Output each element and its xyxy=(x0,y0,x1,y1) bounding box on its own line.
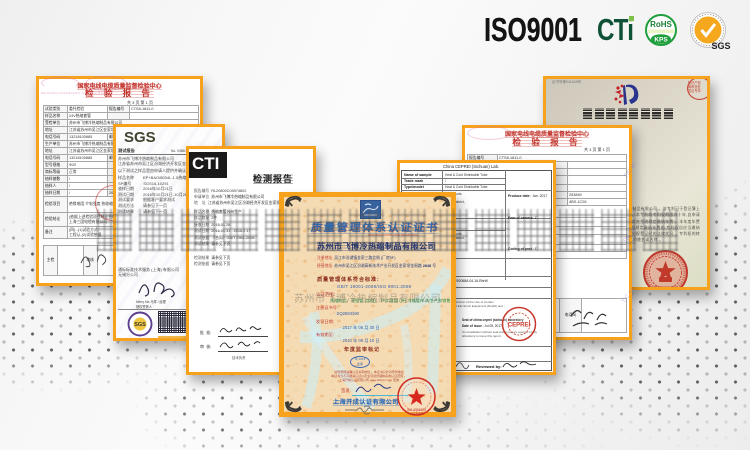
svg-text:SGS: SGS xyxy=(134,322,146,328)
svg-text:认证专用章: 认证专用章 xyxy=(410,412,424,416)
svg-text:RoHS: RoHS xyxy=(650,20,672,29)
svg-text:KPS: KPS xyxy=(654,37,668,44)
svg-text:国家知识产权局: 国家知识产权局 xyxy=(654,285,678,290)
svg-text:CEPREI: CEPREI xyxy=(508,323,531,329)
svg-text:361-6556570: 361-6556570 xyxy=(407,408,426,412)
svg-text:SGS: SGS xyxy=(711,41,730,51)
